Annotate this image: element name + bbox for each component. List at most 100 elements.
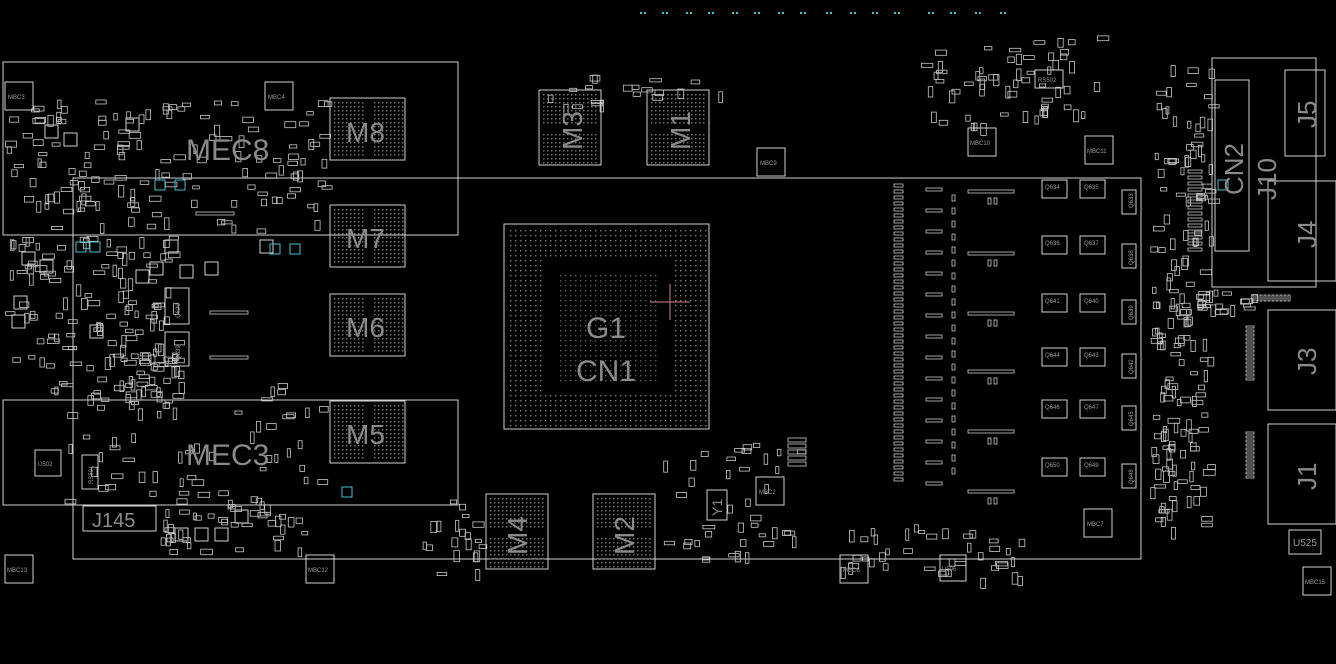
smd-component: [1160, 187, 1168, 192]
smd-component: [1152, 286, 1157, 294]
smd-component: [128, 217, 135, 227]
smd-component: [214, 124, 221, 137]
smd-component: [1199, 269, 1213, 275]
smd-component: [1017, 576, 1023, 586]
square-component: [89, 324, 104, 339]
label-mbc15: MBC15: [1305, 580, 1326, 586]
smd-component: [1208, 164, 1214, 175]
smd-component: [980, 123, 987, 136]
smd-component: [153, 348, 158, 357]
smd-component: [303, 476, 309, 485]
smd-component: [727, 504, 733, 514]
smd-component: [1204, 189, 1217, 194]
label-j1: J1: [1292, 463, 1322, 490]
connector-pin: [1187, 211, 1203, 216]
smd-component: [200, 115, 210, 120]
smd-component: [1198, 144, 1202, 158]
smd-component: [1170, 65, 1176, 77]
smd-component: [949, 90, 956, 104]
smd-component: [473, 550, 481, 563]
capacitor-pad: [893, 183, 904, 188]
smd-component: [68, 168, 76, 175]
smd-component: [274, 453, 279, 463]
smd-component: [1175, 337, 1185, 344]
test-point: [1000, 12, 1002, 14]
smd-component: [143, 252, 151, 259]
capacitor-pad: [893, 453, 904, 458]
smd-component: [935, 79, 945, 84]
smd-component: [1198, 427, 1209, 433]
test-point: [975, 12, 977, 14]
smd-component: [279, 514, 287, 520]
label-q639: Q639: [176, 345, 182, 360]
smd-component: [951, 88, 961, 95]
smd-component: [954, 561, 967, 567]
smd-component: [459, 528, 466, 537]
memory-chip-group: [329, 89, 710, 570]
smd-component: [1201, 154, 1206, 163]
smd-component: [852, 554, 862, 562]
smd-component: [116, 246, 127, 253]
capacitor-pad: [893, 411, 904, 416]
capacitor-pad: [893, 195, 904, 200]
smd-component: [130, 379, 136, 391]
capacitor-pad: [893, 315, 904, 320]
smd-component: [221, 220, 233, 225]
connector-pin: [1187, 169, 1203, 174]
smd-component: [1186, 495, 1192, 509]
smd-component: [1204, 94, 1213, 100]
smd-component: [128, 375, 133, 385]
smd-component: [1207, 464, 1216, 471]
test-point: [732, 12, 734, 14]
mosfet-group: [1041, 179, 1137, 489]
connector-pin: [1245, 365, 1255, 369]
smd-component: [978, 552, 984, 561]
capacitor-pad: [893, 189, 904, 194]
mosfet-box: [1079, 293, 1106, 313]
smd-component: [118, 152, 126, 161]
smd-component: [130, 188, 136, 202]
smd-component: [745, 498, 751, 507]
smd-component: [792, 536, 797, 549]
highlighted-pad: [174, 179, 186, 191]
capacitor-pad: [893, 471, 904, 476]
smd-component: [66, 332, 76, 338]
smd-component: [1156, 103, 1162, 111]
smd-component: [247, 126, 259, 133]
smd-component: [242, 116, 254, 124]
smd-component: [1180, 428, 1187, 437]
vrm-pad: [993, 497, 998, 505]
capacitor-pad: [893, 447, 904, 452]
smd-component: [475, 569, 481, 581]
connector-pin: [1245, 431, 1255, 435]
smd-component: [1158, 247, 1166, 253]
capacitor-pad: [893, 321, 904, 326]
highlighted-pad: [89, 241, 101, 253]
smd-component: [317, 180, 326, 188]
smd-component: [569, 87, 578, 93]
smd-component: [177, 370, 185, 380]
test-point: [830, 12, 832, 14]
smd-component: [160, 253, 167, 261]
capacitor-pad: [893, 225, 904, 230]
smd-component: [25, 236, 30, 247]
cn2-frame: [1214, 79, 1250, 252]
label-mbc7: MBC7: [1087, 522, 1104, 528]
capacitor-pad: [893, 339, 904, 344]
smd-component: [1160, 340, 1166, 351]
smd-component: [862, 556, 870, 562]
smd-component: [1016, 68, 1022, 81]
smd-component: [1022, 111, 1029, 124]
smd-component: [185, 450, 193, 455]
smd-component: [879, 552, 886, 562]
smd-component: [120, 344, 126, 357]
smd-component: [652, 94, 663, 101]
smd-component: [313, 203, 319, 213]
smd-component: [1018, 538, 1026, 548]
smd-component: [131, 207, 141, 213]
smd-component: [174, 357, 185, 364]
smd-component: [1005, 85, 1011, 99]
smd-component: [1069, 61, 1075, 74]
smd-component: [64, 498, 77, 505]
gpu-ball-grid: [510, 230, 707, 427]
